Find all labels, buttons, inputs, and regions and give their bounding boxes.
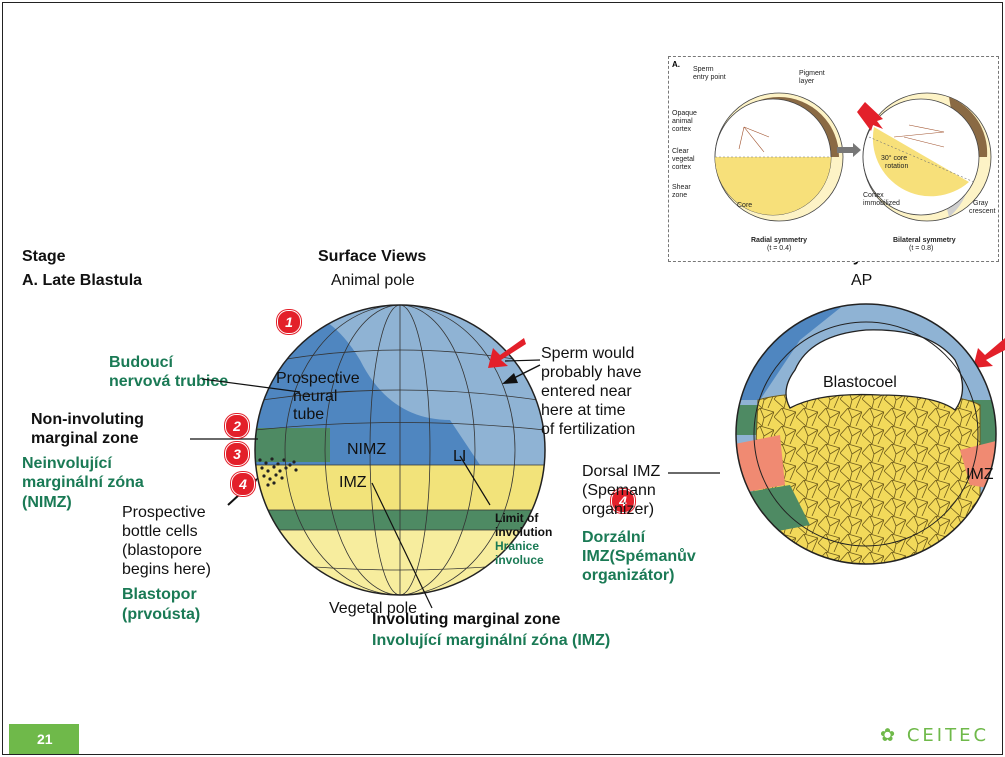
dorsal-label-3: organizer) [582,501,655,518]
hranice-label-2: involuce [495,553,544,567]
nimz-en-label-2: marginal zone [31,430,139,447]
animal-pole-label: Animal pole [331,272,415,289]
badge-2: 2 [225,414,249,438]
cortical-rotation-inset: A. Sperm entry point Pigment layer Opaqu… [668,56,999,262]
svg-text:Cortex: Cortex [863,192,884,199]
page-number: 21 [9,724,79,754]
dorzalni-label-3: organizátor) [582,567,675,584]
cutaway-embryo [735,303,997,565]
cutaway-imz-label: IMZ [966,466,994,483]
bottle-label-4: begins here) [122,561,211,578]
sperm-label-1: Sperm would [541,345,635,362]
badge-4: 4 [231,472,255,496]
inset-red-arrow [857,102,883,131]
ap-label: AP [851,272,873,289]
svg-text:Radial symmetry: Radial symmetry [751,237,807,244]
stage-name: A. Late Blastula [22,272,143,289]
limit-label-1: Limit of [495,511,539,525]
svg-text:entry point: entry point [693,74,726,81]
inset-diagram: A. Sperm entry point Pigment layer Opaqu… [672,60,996,252]
svg-text:rotation: rotation [885,163,908,170]
logo-mark-icon: ✿ [880,725,899,746]
svg-text:Pigment: Pigment [799,70,825,77]
surface-views-header: Surface Views [318,248,427,265]
dorsal-label-1: Dorsal IMZ [582,463,661,480]
imz-label: IMZ [339,474,367,491]
nimz-cz-label-1: Neinvolující [22,455,112,472]
bottle-label-1: Prospective [122,504,206,521]
svg-text:layer: layer [799,78,815,85]
sperm-label-4: here at time [541,402,626,419]
svg-text:(t = 0.8): (t = 0.8) [909,245,933,252]
svg-text:vegetal: vegetal [672,156,695,163]
svg-text:Opaque: Opaque [672,110,697,117]
svg-text:Core: Core [737,202,752,209]
bottle-label-3: (blastopore [122,542,203,559]
svg-text:30° core: 30° core [881,154,907,162]
svg-text:cortex: cortex [672,126,692,133]
sperm-entry-arrow [488,338,526,368]
prospective-label-2: neural [293,388,338,405]
badge-1: 1 [277,310,301,334]
sperm-label-5: of fertilization [541,421,636,438]
badge-4-cutaway: 4 [611,489,635,513]
blastopor-label-2: (prvoústa) [122,606,201,623]
cutaway-sperm-arrow [973,338,1005,368]
blastopor-label-1: Blastopor [122,586,197,603]
nimz-cz-label-3: (NIMZ) [22,494,72,511]
svg-text:Shear: Shear [672,184,691,191]
svg-text:Clear: Clear [672,148,689,155]
vegetal-pole-label: Vegetal pole [329,600,418,617]
blastocoel-label: Blastocoel [823,374,897,391]
svg-text:Gray: Gray [973,200,989,207]
dorsal-label-2: (Spemann [582,482,656,499]
sperm-label-3: entered near [541,383,632,400]
logo-text: CEITEC [906,725,990,746]
nimz-band [255,428,330,462]
inset-tag: A. [672,60,680,69]
sperm-label-2: probably have [541,364,642,381]
svg-text:zone: zone [672,192,687,199]
stage-header: Stage [22,248,66,265]
nimz-en-label-1: Non-involuting [31,411,144,428]
prospective-label-1: Prospective [276,370,360,387]
budouci-label-2: nervová trubice [109,373,229,390]
imz-en-label: Involuting marginal zone [372,611,561,628]
svg-text:crescent: crescent [969,208,996,215]
svg-text:Sperm: Sperm [693,66,714,73]
nimz-label: NIMZ [347,441,387,458]
bottle-label-2: bottle cells [122,523,198,540]
limit-label-2: involution [495,525,553,539]
budouci-label-1: Budoucí [109,354,173,371]
svg-text:immobilized: immobilized [863,200,900,207]
svg-text:cortex: cortex [672,164,692,171]
sphere-grid [255,305,545,595]
hranice-label-1: Hranice [495,539,540,553]
neural-tube-region [255,305,480,465]
imz-cz-label: Involující marginální zóna (IMZ) [372,632,611,649]
bottle-cells [258,457,298,487]
svg-text:animal: animal [672,118,693,125]
prospective-label-3: tube [293,406,325,423]
nimz-cz-label-2: marginální zóna [22,474,144,491]
ceitec-logo: ✿ CEITEC [880,725,989,746]
badge-3: 3 [225,442,249,466]
dorzalni-label-1: Dorzální [582,529,646,546]
svg-text:(t = 0.4): (t = 0.4) [767,245,791,252]
dorzalni-label-2: IMZ(Spémanův [582,548,696,565]
svg-text:Bilateral symmetry: Bilateral symmetry [893,237,956,244]
